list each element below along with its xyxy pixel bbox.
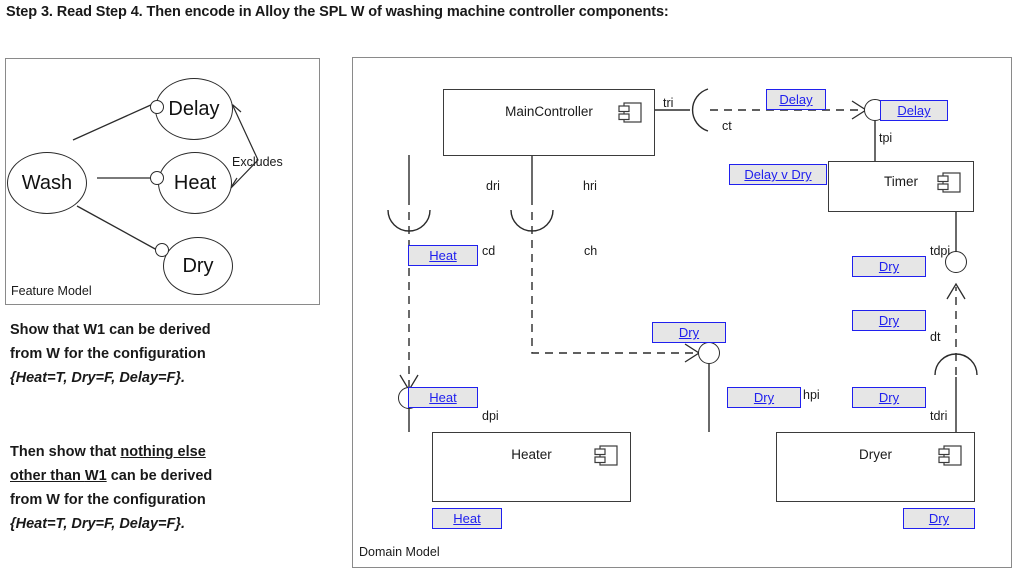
feature-node-dry[interactable]: Dry [163, 237, 233, 295]
connector-label-dri: dri [486, 179, 500, 193]
annotation-dry-on-hpi[interactable]: Dry [727, 387, 801, 408]
connector-label-ch: ch [584, 244, 598, 258]
annotation-dry-on-dt[interactable]: Dry [852, 310, 926, 331]
task-paragraph-1-line-1: Show that W1 can be derived [10, 322, 211, 338]
feature-node-heat[interactable]: Heat [158, 152, 232, 214]
feature-node-heat-label: Heat [173, 171, 217, 194]
component-maincontroller-label: MainController [505, 104, 593, 119]
feature-node-dry-label: Dry [182, 254, 214, 277]
feature-node-delay-label: Delay [168, 97, 220, 120]
component-heater-label: Heater [511, 447, 552, 462]
annotation-heat-on-heater[interactable]: Heat [432, 508, 502, 529]
optional-marker-delay-icon [150, 100, 164, 114]
component-maincontroller[interactable]: MainController [443, 89, 655, 156]
feature-node-delay[interactable]: Delay [155, 78, 233, 140]
connector-label-tdri: tdri [930, 409, 948, 423]
task-paragraph-2: Then show that nothing else other than W… [10, 440, 310, 536]
task-paragraph-2-line-4: {Heat=T, Dry=F, Delay=F}. [10, 516, 186, 532]
task-paragraph-2-line-3: from W for the configuration [10, 492, 206, 508]
page-title-spl-symbol: W [350, 4, 365, 20]
connector-label-hpi: hpi [803, 388, 820, 402]
annotation-dry-on-tdri[interactable]: Dry [852, 387, 926, 408]
connector-label-hri: hri [583, 179, 597, 193]
excludes-constraint-label: Excludes [232, 155, 283, 169]
page-title-suffix: of washing machine controller components… [364, 4, 669, 20]
component-timer[interactable]: Timer [828, 161, 974, 212]
connector-label-tri: tri [663, 96, 674, 110]
uml-component-icon [594, 445, 618, 466]
domain-model-caption: Domain Model [359, 545, 440, 559]
connector-label-dpi: dpi [482, 409, 499, 423]
port-timer-tdpi[interactable] [945, 251, 967, 273]
feature-model-caption: Feature Model [11, 284, 92, 298]
optional-marker-dry-icon [155, 243, 169, 257]
annotation-dry-on-ch[interactable]: Dry [652, 322, 726, 343]
task-paragraph-1: Show that W1 can be derived from W for t… [10, 318, 310, 390]
port-dryer-hpi[interactable] [698, 342, 720, 364]
uml-component-icon [938, 445, 962, 466]
connector-label-cd: cd [482, 244, 496, 258]
annotation-heat-on-dpi[interactable]: Heat [408, 387, 478, 408]
connector-label-tdpi: tdpi [930, 244, 951, 258]
annotation-heat-on-cd[interactable]: Heat [408, 245, 478, 266]
task-paragraph-1-line-2: from W for the configuration [10, 346, 206, 362]
connector-label-dt: dt [930, 330, 941, 344]
annotation-dry-on-tdpi[interactable]: Dry [852, 256, 926, 277]
uml-component-icon [618, 102, 642, 123]
component-heater[interactable]: Heater [432, 432, 631, 502]
task-paragraph-2-line-1: Then show that nothing else [10, 444, 206, 460]
annotation-delay-on-port[interactable]: Delay [880, 100, 948, 121]
connector-label-ct: ct [722, 119, 732, 133]
connector-label-tpi: tpi [879, 131, 893, 145]
feature-node-wash-label: Wash [21, 171, 73, 194]
task-paragraph-1-line-3: {Heat=T, Dry=F, Delay=F}. [10, 370, 186, 386]
page-title-prefix: Step 3. Read Step 4. Then encode in Allo… [6, 4, 351, 20]
task-paragraph-2-line-2: other than W1 can be derived [10, 468, 213, 484]
component-dryer[interactable]: Dryer [776, 432, 975, 502]
page-title: Step 3. Read Step 4. Then encode in Allo… [6, 4, 1016, 20]
annotation-delay-on-ct[interactable]: Delay [766, 89, 826, 110]
optional-marker-heat-icon [150, 171, 164, 185]
uml-component-icon [937, 172, 961, 193]
feature-node-wash[interactable]: Wash [7, 152, 87, 214]
annotation-dry-on-dryer[interactable]: Dry [903, 508, 975, 529]
component-dryer-label: Dryer [859, 447, 892, 462]
component-timer-label: Timer [884, 174, 918, 189]
annotation-delay-or-dry[interactable]: Delay v Dry [729, 164, 827, 185]
